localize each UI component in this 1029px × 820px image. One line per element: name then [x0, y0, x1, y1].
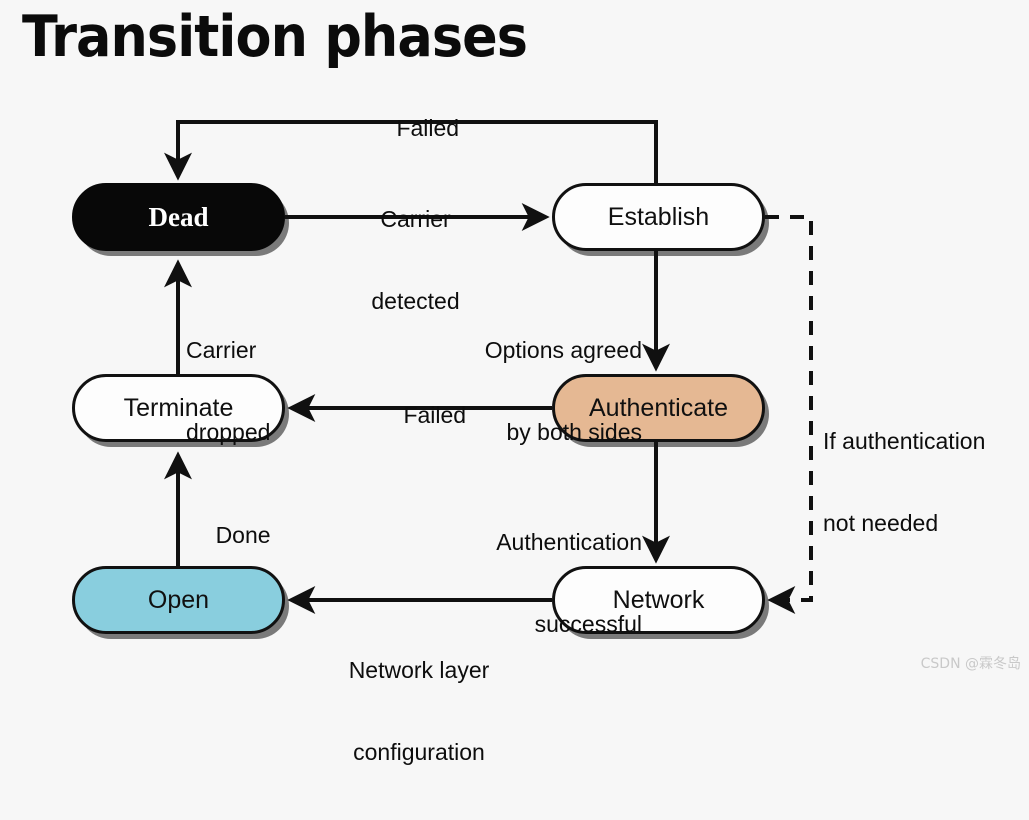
carrier-detected-line1: Carrier — [380, 206, 451, 233]
options-agreed-line2: by both sides — [506, 418, 642, 445]
edge-label-failed-top: Failed — [340, 88, 490, 169]
edge-label-done-text: Done — [215, 522, 271, 549]
edge-label-network-layer-config: Network layer configuration — [311, 603, 527, 820]
edge-label-auth-successful: Authentication successful — [390, 475, 642, 692]
diagram-canvas: Transition phases Dead Establish — [22, 4, 1029, 765]
edge-label-carrier-dropped: Carrier dropped — [186, 283, 376, 500]
network-layer-line2: configuration — [353, 738, 485, 765]
edge-label-if-auth-not-needed: If authentication not needed — [823, 374, 1029, 591]
options-agreed-line1: Options agreed — [484, 337, 642, 364]
edge-label-carrier-detected: Carrier detected — [338, 152, 493, 369]
node-authenticate[interactable]: Authenticate — [552, 374, 765, 442]
edge-establish-dead — [164, 120, 658, 183]
edge-label-options-agreed: Options agreed by both sides — [388, 283, 642, 500]
node-terminate-label: Terminate — [123, 393, 234, 422]
auth-successful-line2: successful — [534, 610, 642, 637]
if-auth-line1: If authentication — [823, 428, 986, 455]
node-dead-label: Dead — [148, 201, 209, 232]
edge-label-failed-mid: Failed — [352, 375, 492, 456]
watermark: CSDN @霖冬岛 — [920, 656, 1021, 672]
node-open[interactable]: Open — [72, 566, 285, 634]
carrier-dropped-line2: dropped — [186, 418, 271, 445]
edge-label-done: Done — [190, 495, 330, 576]
page-title: Transition phases — [22, 4, 528, 70]
node-terminate[interactable]: Terminate — [72, 374, 285, 442]
node-network[interactable]: Network — [552, 566, 765, 634]
node-establish-label: Establish — [607, 202, 710, 231]
carrier-dropped-line1: Carrier — [186, 337, 257, 364]
if-auth-line2: not needed — [823, 509, 939, 536]
auth-successful-line1: Authentication — [496, 529, 642, 556]
network-layer-line1: Network layer — [348, 657, 490, 684]
edge-label-failed-mid-text: Failed — [403, 402, 467, 429]
node-dead[interactable]: Dead — [72, 183, 285, 251]
node-establish[interactable]: Establish — [552, 183, 765, 251]
edge-establish-network-dashed — [765, 215, 813, 614]
node-network-label: Network — [612, 585, 705, 614]
carrier-detected-line2: detected — [371, 287, 460, 314]
node-open-label: Open — [147, 585, 210, 614]
node-authenticate-label: Authenticate — [589, 393, 728, 422]
edge-label-failed-top-text: Failed — [396, 115, 460, 142]
edge-layer — [164, 120, 813, 614]
